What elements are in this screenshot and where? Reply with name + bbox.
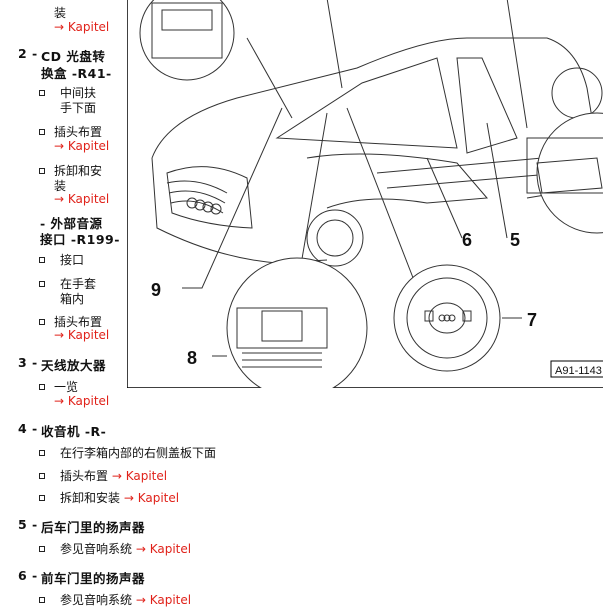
item-title: 后车门里的扬声器 — [41, 520, 146, 535]
callout-number: 6 — [462, 230, 472, 250]
vehicle-figure: 9 8 6 5 7 A91-1143 — [127, 0, 603, 388]
bullet-icon — [39, 495, 45, 501]
item-title: - 外部音源 — [40, 216, 103, 231]
kapitel-link[interactable]: → Kapitel — [111, 469, 168, 483]
kapitel-link[interactable]: → Kapitel — [135, 593, 192, 607]
bullet-text: 拆卸和安 — [54, 164, 103, 178]
bullet-text: 插头布置 — [54, 125, 103, 139]
bullet-text: 一览 — [54, 380, 79, 394]
bullet-icon — [39, 450, 45, 456]
kapitel-link[interactable]: → Kapitel — [54, 328, 110, 342]
bullet-text: 参见音响系统 — [60, 593, 133, 607]
bullet-text: 拆卸和安装 — [60, 491, 121, 505]
item-title: 收音机 -R- — [41, 424, 107, 439]
bullet-text: 插头布置 — [60, 469, 109, 483]
item-title: 前车门里的扬声器 — [41, 571, 146, 586]
item-title: 天线放大器 — [41, 358, 107, 373]
bullet-icon — [39, 129, 45, 135]
bullet-icon — [39, 90, 45, 96]
bullet-line: 拆卸和安装 → Kapitel — [60, 489, 179, 506]
callout-number: 5 — [510, 230, 520, 250]
bullet-text: 参见音响系统 — [60, 542, 133, 556]
text-fragment: 装 — [54, 6, 67, 20]
bullet-line: 插头布置 → Kapitel — [60, 467, 167, 484]
callout-number: 9 — [151, 280, 161, 300]
bullet-text: 插头布置 — [54, 315, 103, 329]
bullet-text: 手下面 — [60, 101, 97, 115]
bullet-icon — [39, 546, 45, 552]
bullet-icon — [39, 257, 45, 263]
bullet-text: 接口 — [60, 253, 85, 267]
bullet-icon — [39, 168, 45, 174]
kapitel-link[interactable]: → Kapitel — [123, 491, 180, 505]
bullet-icon — [39, 319, 45, 325]
bullet-line: 参见音响系统 → Kapitel — [60, 591, 191, 608]
callout-number: 8 — [187, 348, 197, 368]
kapitel-link[interactable]: → Kapitel — [54, 20, 110, 34]
kapitel-link[interactable]: → Kapitel — [54, 139, 110, 153]
bullet-text: 中间扶 — [60, 86, 97, 100]
item-title: CD 光盘转 — [41, 49, 106, 64]
bullet-icon — [39, 473, 45, 479]
bullet-icon — [39, 384, 45, 390]
item-number: 4 - — [18, 421, 38, 436]
figure-id: A91-1143 — [555, 365, 602, 377]
bullet-icon — [39, 281, 45, 287]
bullet-line: 参见音响系统 → Kapitel — [60, 540, 191, 557]
kapitel-link[interactable]: → Kapitel — [54, 394, 110, 408]
item-title: 换盒 -R41- — [41, 66, 112, 81]
item-title: 接口 -R199- — [40, 232, 120, 247]
kapitel-link[interactable]: → Kapitel — [54, 192, 110, 206]
callout-number: 7 — [527, 310, 537, 330]
bullet-text: 在手套 — [60, 277, 97, 291]
item-number: 6 - — [18, 568, 38, 583]
bullet-text: 在行李箱内部的右侧盖板下面 — [60, 446, 217, 460]
bullet-text: 装 — [54, 179, 67, 193]
kapitel-link[interactable]: → Kapitel — [135, 542, 192, 556]
bullet-text: 箱内 — [60, 292, 85, 306]
item-number: 2 - — [18, 46, 38, 61]
item-number: 5 - — [18, 517, 38, 532]
item-number: 3 - — [18, 355, 38, 370]
